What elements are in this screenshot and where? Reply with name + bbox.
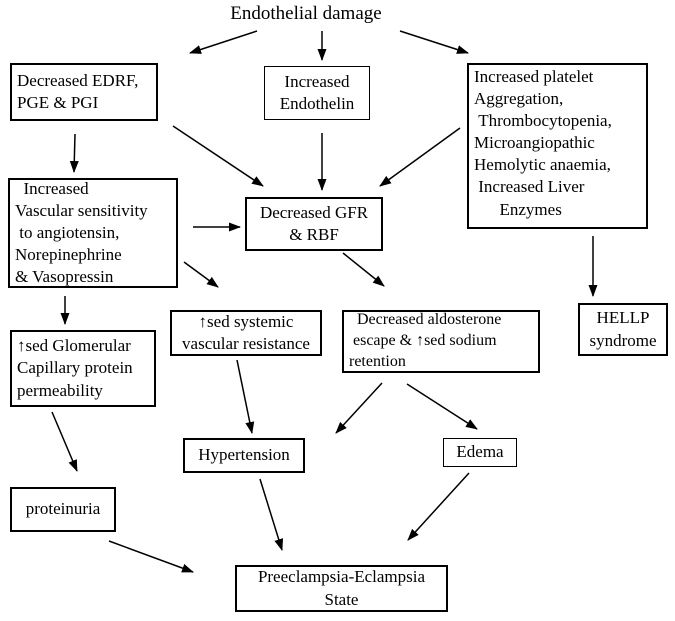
arrow-endothelial-to-platelet bbox=[399, 30, 469, 54]
node-hypertension: Hypertension bbox=[183, 438, 305, 473]
node-label: Decreased aldosterone escape & ↑sed sodi… bbox=[349, 311, 502, 370]
node-label: Hypertension bbox=[198, 445, 290, 465]
arrow-gfr-to-aldosterone bbox=[342, 252, 385, 287]
node-glomerular-permeability: ↑sed Glomerular Capillary protein permea… bbox=[10, 330, 156, 407]
node-vascular-sensitivity: Increased Vascular sensitivity to angiot… bbox=[8, 178, 178, 288]
node-aldosterone-escape: Decreased aldosterone escape & ↑sed sodi… bbox=[342, 310, 540, 373]
arrow-proteinuria-to-preeclampsia bbox=[108, 540, 194, 573]
node-label: Decreased GFR & RBF bbox=[259, 202, 369, 244]
node-hellp-syndrome: HELLP syndrome bbox=[578, 303, 668, 356]
node-label: ↑sed systemic vascular resistance bbox=[182, 311, 310, 353]
node-label: proteinuria bbox=[25, 499, 101, 519]
arrow-endothelial-to-edrf bbox=[189, 30, 258, 54]
node-decreased-edrf: Decreased EDRF, PGE & PGI bbox=[10, 63, 158, 121]
node-label: Edema bbox=[456, 442, 504, 462]
arrow-platelet-to-gfr bbox=[379, 127, 461, 187]
arrow-hypertension-to-preeclampsia bbox=[259, 478, 284, 551]
arrow-edrf-to-vascular bbox=[69, 133, 79, 173]
node-decreased-gfr-rbf: Decreased GFR & RBF bbox=[245, 197, 383, 251]
node-label: Decreased EDRF, PGE & PGI bbox=[17, 70, 139, 112]
node-label: HELLP syndrome bbox=[589, 308, 657, 350]
arrow-vascular-to-systemic bbox=[183, 261, 219, 288]
node-increased-endothelin: Increased Endothelin bbox=[264, 66, 370, 120]
node-edema: Edema bbox=[443, 438, 517, 467]
arrow-glomerular-to-proteinuria bbox=[51, 411, 78, 472]
node-label: Increased Endothelin bbox=[279, 71, 355, 113]
node-endothelial-damage: Endothelial damage bbox=[183, 3, 429, 25]
node-proteinuria: proteinuria bbox=[10, 487, 116, 532]
arrow-aldosterone-to-edema bbox=[406, 383, 478, 430]
node-label: Increased Vascular sensitivity to angiot… bbox=[15, 178, 148, 287]
arrow-systemic-to-hypertension bbox=[236, 359, 255, 434]
arrow-aldosterone-to-hypertension bbox=[335, 382, 383, 434]
node-label: ↑sed Glomerular Capillary protein permea… bbox=[17, 336, 133, 400]
arrow-edrf-to-gfr bbox=[172, 125, 264, 187]
node-label: Increased platelet Aggregation, Thromboc… bbox=[474, 67, 612, 219]
node-label: Preeclampsia-Eclampsia State bbox=[257, 567, 426, 609]
node-preeclampsia-eclampsia-state: Preeclampsia-Eclampsia State bbox=[235, 565, 448, 612]
node-label: Endothelial damage bbox=[230, 3, 382, 24]
node-increased-platelet: Increased platelet Aggregation, Thromboc… bbox=[467, 63, 648, 229]
node-systemic-vascular-resistance: ↑sed systemic vascular resistance bbox=[170, 310, 322, 356]
arrow-edema-to-preeclampsia bbox=[407, 472, 470, 541]
